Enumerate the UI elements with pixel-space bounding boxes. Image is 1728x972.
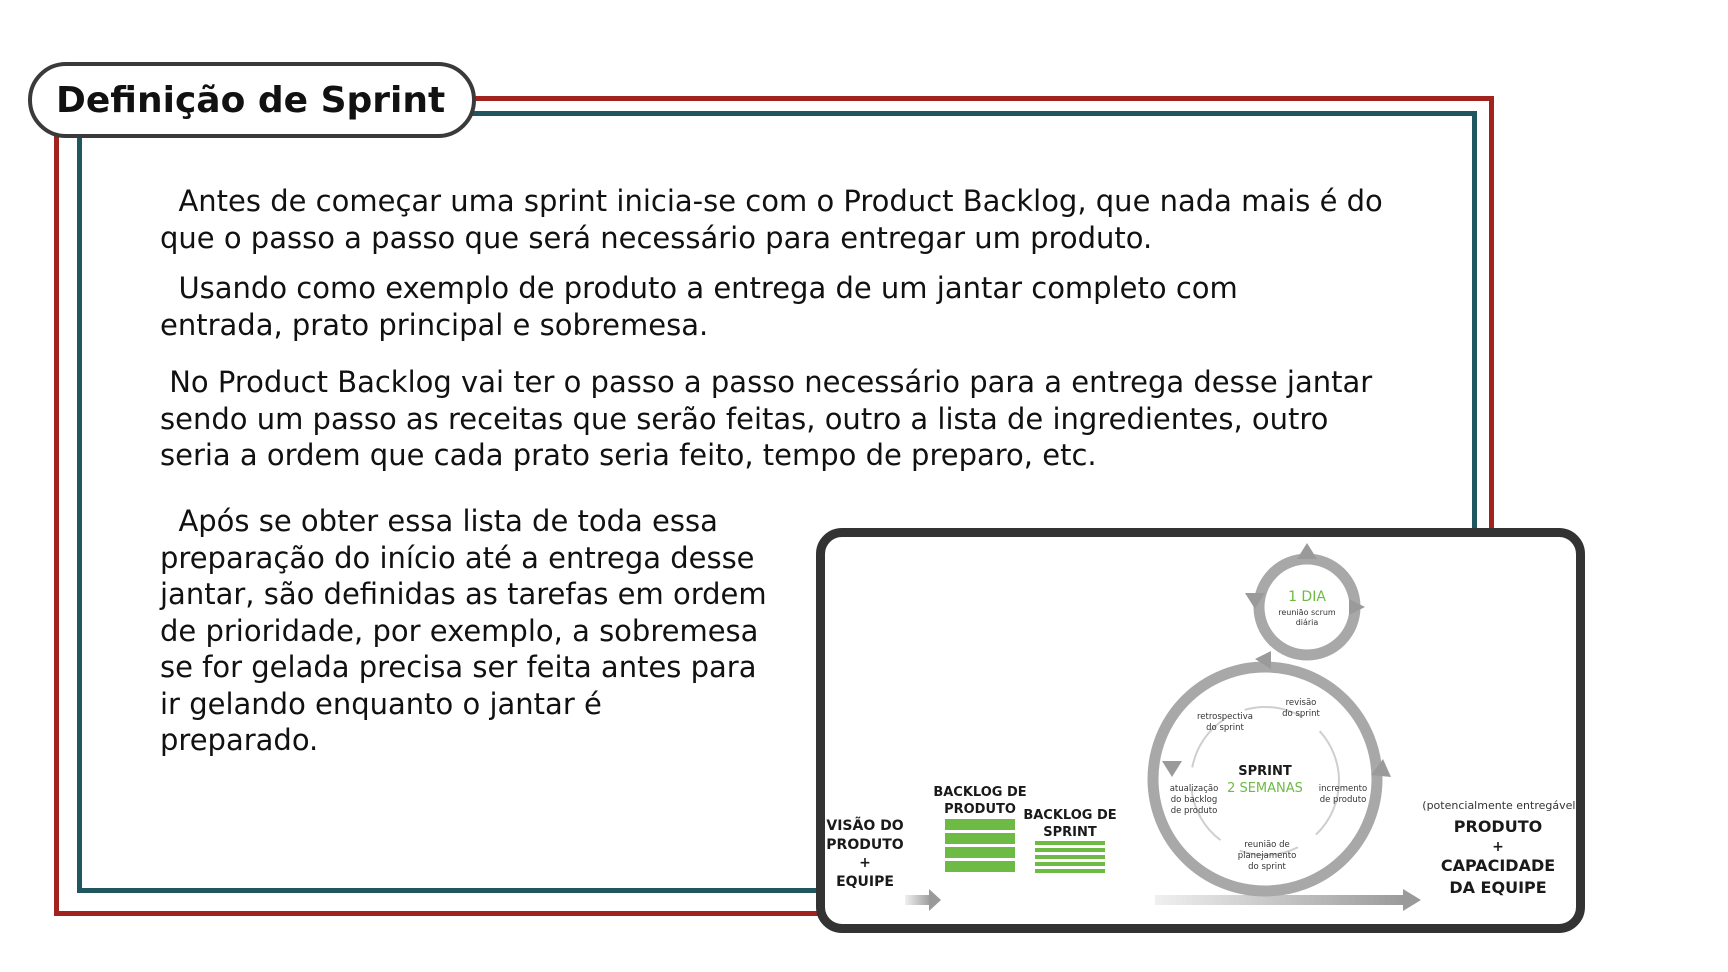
vision-line: PRODUTO	[826, 837, 903, 853]
sprint-cycle-arrow-right	[1371, 759, 1391, 777]
planning-label: reunião de planejamento do sprint	[1238, 840, 1297, 872]
input-arrow-bar	[905, 895, 931, 905]
output-line: CAPACIDADE	[1441, 856, 1555, 875]
retro-line: do sprint	[1206, 723, 1244, 733]
daily-cycle-arrow-left	[1245, 593, 1265, 609]
flow-arrow-head	[1403, 889, 1421, 911]
output-line: PRODUTO	[1454, 817, 1542, 836]
paragraph-4: Após se obter essa lista de toda essa pr…	[160, 504, 767, 757]
daily-cycle-ring	[1253, 553, 1361, 661]
daily-cycle-arrow-right	[1349, 599, 1365, 615]
planning-line: do sprint	[1248, 862, 1286, 872]
sprint-duration: 2 SEMANAS	[1227, 781, 1303, 796]
product-backlog-bar	[945, 833, 1015, 844]
planning-line: planejamento	[1238, 851, 1297, 861]
output-line: DA EQUIPE	[1449, 878, 1546, 897]
paragraph-1: Antes de começar uma sprint inicia-se co…	[160, 184, 1383, 255]
product-backlog-bar	[945, 819, 1015, 830]
sprint-backlog-bar	[1035, 862, 1105, 866]
sprint-backlog-bar	[1035, 855, 1105, 859]
planning-line: reunião de	[1244, 840, 1289, 850]
sprint-backlog-line: SPRINT	[1043, 825, 1097, 840]
retro-label: retrospectiva do sprint	[1197, 712, 1253, 733]
paragraph-3: No Product Backlog vai ter o passo a pas…	[160, 365, 1373, 472]
update-line: de produto	[1171, 806, 1218, 816]
vision-line: +	[859, 855, 871, 871]
product-backlog-label: BACKLOG DE PRODUTO	[933, 785, 1026, 817]
flow-bar	[1155, 895, 1405, 905]
update-label: atualização do backlog de produto	[1170, 784, 1219, 816]
increment-line: incremento	[1319, 784, 1367, 794]
sprint-cycle-arrow-left	[1162, 761, 1182, 777]
daily-caption-line: diária	[1296, 618, 1319, 627]
sprint-backlog-bar	[1035, 848, 1105, 852]
sprint-backlog-label: BACKLOG DE SPRINT	[1023, 808, 1116, 840]
daily-caption: reunião scrum diária	[1278, 608, 1336, 627]
sprint-title: SPRINT	[1238, 764, 1292, 779]
sprint-inner-swirl	[1190, 706, 1340, 856]
product-backlog-bar	[945, 847, 1015, 858]
retro-line: retrospectiva	[1197, 712, 1253, 722]
scrum-diagram: VISÃO DO PRODUTO + EQUIPE BACKLOG DE PRO…	[816, 528, 1585, 933]
sprint-backlog-bar	[1035, 869, 1105, 873]
daily-caption-line: reunião scrum	[1278, 608, 1336, 617]
slide-title: Definição de Sprint	[28, 62, 476, 138]
inner-frame-teal	[77, 111, 1477, 893]
vision-label: VISÃO DO PRODUTO + EQUIPE	[826, 817, 903, 890]
review-line: do sprint	[1282, 709, 1320, 719]
sprint-cycle-arrow-top	[1255, 651, 1271, 669]
product-backlog-stack	[945, 819, 1015, 872]
scrum-diagram-svg: VISÃO DO PRODUTO + EQUIPE BACKLOG DE PRO…	[826, 543, 1576, 911]
increment-line: de produto	[1320, 795, 1367, 805]
review-label: revisão do sprint	[1282, 698, 1320, 719]
outer-frame-red	[54, 96, 1494, 916]
update-line: atualização	[1170, 784, 1219, 794]
sprint-backlog-stack	[1035, 841, 1105, 873]
product-backlog-line: PRODUTO	[944, 802, 1016, 817]
daily-title: 1 DIA	[1288, 589, 1326, 605]
output-line: +	[1492, 839, 1504, 855]
sprint-backlog-bar	[1035, 841, 1105, 845]
product-backlog-line: BACKLOG DE	[933, 785, 1026, 800]
vision-line: VISÃO DO	[826, 817, 903, 834]
input-arrow-head	[929, 889, 941, 911]
slide-title-text: Definição de Sprint	[56, 79, 446, 121]
paragraph-2: Usando como exemplo de produto a entrega…	[160, 271, 1238, 342]
vision-line: EQUIPE	[836, 874, 894, 890]
output-note: (potencialmente entregável)	[1422, 799, 1576, 812]
sprint-backlog-line: BACKLOG DE	[1023, 808, 1116, 823]
sprint-cycle-ring	[1147, 661, 1383, 897]
update-line: do backlog	[1171, 795, 1217, 805]
output-label: PRODUTO + CAPACIDADE DA EQUIPE	[1441, 817, 1555, 897]
product-backlog-bar	[945, 861, 1015, 872]
increment-label: incremento de produto	[1319, 784, 1367, 805]
review-line: revisão	[1286, 698, 1317, 708]
daily-cycle-arrow-top	[1297, 543, 1317, 559]
